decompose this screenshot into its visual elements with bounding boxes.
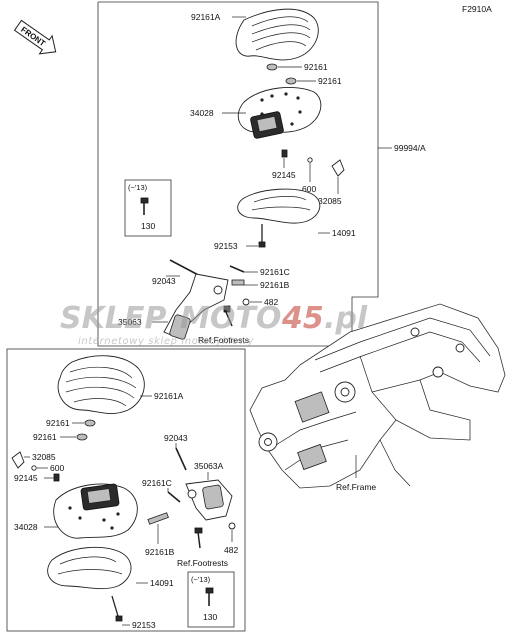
- upper-label-14091: 14091: [332, 228, 356, 238]
- upper-label-92153: 92153: [214, 241, 238, 251]
- upper-label-35063: 35063: [118, 317, 142, 327]
- watermark-brand-d: .pl: [324, 301, 368, 336]
- upper-spacer-92161C: [229, 265, 245, 273]
- upper-spring-92145: [281, 149, 288, 158]
- lower-label-35063A: 35063A: [194, 461, 224, 471]
- figure-code: F2910A: [462, 4, 492, 14]
- lower-label-92161-b: 92161: [33, 432, 57, 442]
- lower-plate-32085: [11, 451, 25, 469]
- front-direction-icon: FRONT: [13, 19, 57, 55]
- upper-label-32085: 32085: [318, 196, 342, 206]
- lower-label-92161C: 92161C: [142, 478, 172, 488]
- upper-assembly-box: [97, 1, 379, 347]
- upper-label-92043: 92043: [152, 276, 176, 286]
- lower-bracket-35063A: [185, 479, 233, 521]
- upper-bolt-130-icon: [140, 197, 149, 215]
- upper-heel-guard-14091: [237, 188, 321, 224]
- lower-label-34028: 34028: [14, 522, 38, 532]
- lower-label-92161-a: 92161: [46, 418, 70, 428]
- lower-label-92161A: 92161A: [154, 391, 184, 401]
- upper-ref-bolt-icon: [223, 305, 233, 327]
- watermark-brand-a: SKLEP: [60, 301, 166, 336]
- lower-label-92145: 92145: [14, 473, 38, 483]
- watermark-brand-b: MOTO: [180, 301, 281, 336]
- lower-label-600: 600: [50, 463, 64, 473]
- upper-ball-600: [307, 157, 313, 163]
- upper-grommet-2: [285, 77, 297, 85]
- lower-floorboard-34028: [53, 483, 138, 539]
- lower-ref-bolt-icon: [194, 527, 203, 549]
- upper-label-92161C: 92161C: [260, 267, 290, 277]
- lower-inset-year: (~'13): [191, 575, 211, 584]
- lower-label-92161B: 92161B: [145, 547, 175, 557]
- lower-spring-92145: [53, 473, 60, 482]
- lower-label-482: 482: [224, 545, 238, 555]
- upper-label-600: 600: [302, 184, 316, 194]
- assembly-ref-label: 99994/A: [394, 143, 426, 153]
- lower-label-92153: 92153: [132, 620, 156, 630]
- watermark: SKLEP MOTO 45 .pl internetowy sklep moto…: [60, 301, 368, 347]
- lower-bolt-130-icon: [205, 587, 214, 606]
- lower-ball-600: [31, 465, 37, 471]
- upper-inset-box: [124, 179, 172, 237]
- lower-inset-box: [187, 571, 235, 628]
- upper-inset-year: (~'13): [128, 183, 148, 192]
- upper-plate-32085: [331, 159, 345, 177]
- upper-grommet-1: [266, 63, 278, 71]
- upper-spacer-92161B: [231, 279, 245, 286]
- lower-grommet-1: [84, 419, 96, 427]
- lower-label-32085: 32085: [32, 452, 56, 462]
- lower-ring-482: [228, 522, 236, 530]
- upper-label-34028: 34028: [190, 108, 214, 118]
- upper-label-92161-b: 92161: [318, 76, 342, 86]
- lower-ref-footrests: Ref.Footrests: [177, 558, 228, 568]
- watermark-brand-c: 45: [281, 301, 324, 336]
- ref-frame-label: Ref.Frame: [336, 482, 376, 492]
- upper-floorboard-34028: [237, 87, 322, 139]
- lower-bolt-92153-icon: [111, 595, 123, 622]
- upper-rubber-pad-92161A: [235, 8, 319, 61]
- watermark-tagline: internetowy sklep motocyklowy: [78, 336, 255, 347]
- lower-heel-guard-14091: [47, 546, 132, 590]
- upper-label-92161B: 92161B: [260, 280, 290, 290]
- upper-label-482: 482: [264, 297, 278, 307]
- lower-grommet-2: [76, 433, 88, 441]
- upper-bracket-35063: [163, 273, 229, 340]
- upper-inset-part: 130: [141, 221, 155, 231]
- lower-rubber-pad-92161A: [57, 355, 145, 414]
- lower-spacer-92161B: [147, 512, 169, 525]
- motorcycle-frame: Ref.Frame: [249, 303, 506, 492]
- upper-label-92161A: 92161A: [191, 12, 221, 22]
- lower-assembly-box: [6, 348, 246, 632]
- lower-inset-part: 130: [203, 612, 217, 622]
- upper-ref-footrests: Ref.Footrests: [198, 335, 249, 345]
- lower-pin-92043: [175, 447, 187, 471]
- lower-label-14091: 14091: [150, 578, 174, 588]
- upper-bolt-92153-icon: [258, 224, 266, 248]
- upper-ring-482: [242, 298, 250, 306]
- upper-label-92145: 92145: [272, 170, 296, 180]
- upper-label-92161-a: 92161: [304, 62, 328, 72]
- lower-spacer-92161C: [167, 491, 181, 503]
- lower-label-92043: 92043: [164, 433, 188, 443]
